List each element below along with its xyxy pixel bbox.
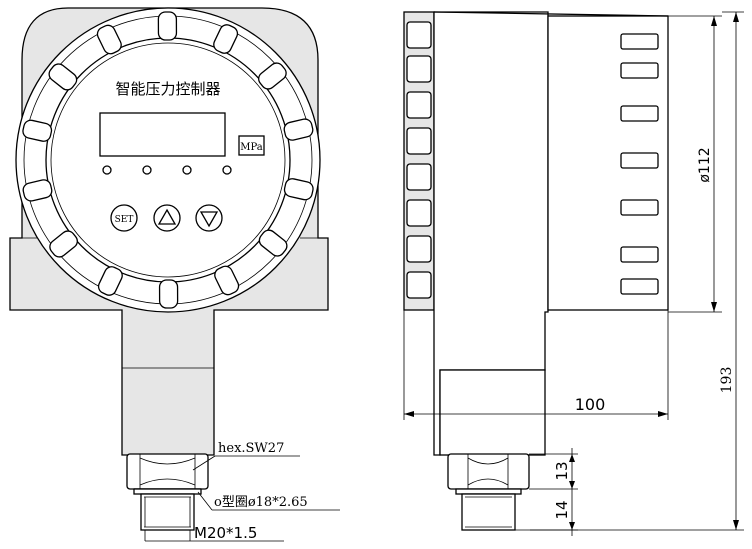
side-grip-rib — [406, 163, 432, 191]
thread-label: M20*1.5 — [194, 524, 257, 542]
lcd-display — [99, 112, 226, 157]
up-arrow-icon — [157, 208, 177, 225]
side-stem — [439, 369, 546, 456]
grip-notch — [157, 11, 178, 41]
hex-height-label: 13 — [553, 461, 571, 480]
front-view: 智能压力控制器 MPa SET — [9, 7, 340, 542]
hex-nut — [126, 453, 209, 490]
o-ring — [133, 488, 202, 495]
led-indicator — [182, 165, 192, 175]
grip-notch — [258, 62, 287, 90]
set-button-label: SET — [115, 215, 134, 225]
led-indicator — [102, 165, 112, 175]
length-label: 100 — [575, 395, 606, 414]
hex-label: hex.SW27 — [218, 441, 284, 456]
down-arrow-icon — [199, 211, 219, 228]
grip-notch — [22, 179, 53, 202]
oring-label: o型圈ø18*2.65 — [214, 495, 308, 510]
thread-fitting — [140, 493, 195, 531]
grip-notch — [258, 229, 288, 257]
grip-notch — [213, 24, 239, 54]
diameter-label: ø112 — [697, 147, 713, 182]
grip-notch — [158, 279, 179, 309]
side-thread — [461, 493, 516, 531]
side-grip-rib — [406, 271, 432, 299]
side-grip-rib — [406, 91, 432, 119]
grip-notch — [214, 265, 240, 296]
set-button — [110, 204, 138, 232]
side-grip-rib — [406, 55, 432, 83]
thread-height-label: 14 — [553, 500, 571, 519]
side-grip-rib — [406, 199, 432, 227]
led-indicator — [142, 165, 152, 175]
side-grip-rib — [406, 235, 432, 263]
unit-box — [238, 135, 265, 156]
unit-label: MPa — [240, 142, 263, 153]
grip-notches — [22, 11, 314, 309]
side-hex-nut — [447, 453, 530, 490]
side-grip-ribs — [406, 21, 432, 299]
grip-notch — [48, 63, 78, 91]
grip-notch — [96, 24, 122, 55]
side-vents — [620, 33, 659, 295]
grip-notch — [283, 118, 314, 141]
grip-notch — [22, 119, 53, 142]
grip-notch — [283, 178, 314, 201]
led-indicator — [222, 165, 232, 175]
cover-face — [45, 37, 291, 283]
grip-notch — [49, 230, 78, 258]
grip-notch — [97, 266, 123, 296]
side-view: ø112 193 100 13 14 — [403, 11, 744, 536]
panel-title: 智能压力控制器 — [115, 80, 220, 98]
height-label: 193 — [719, 367, 735, 394]
side-grip-rib — [406, 127, 432, 155]
side-grip-rib — [406, 21, 432, 49]
